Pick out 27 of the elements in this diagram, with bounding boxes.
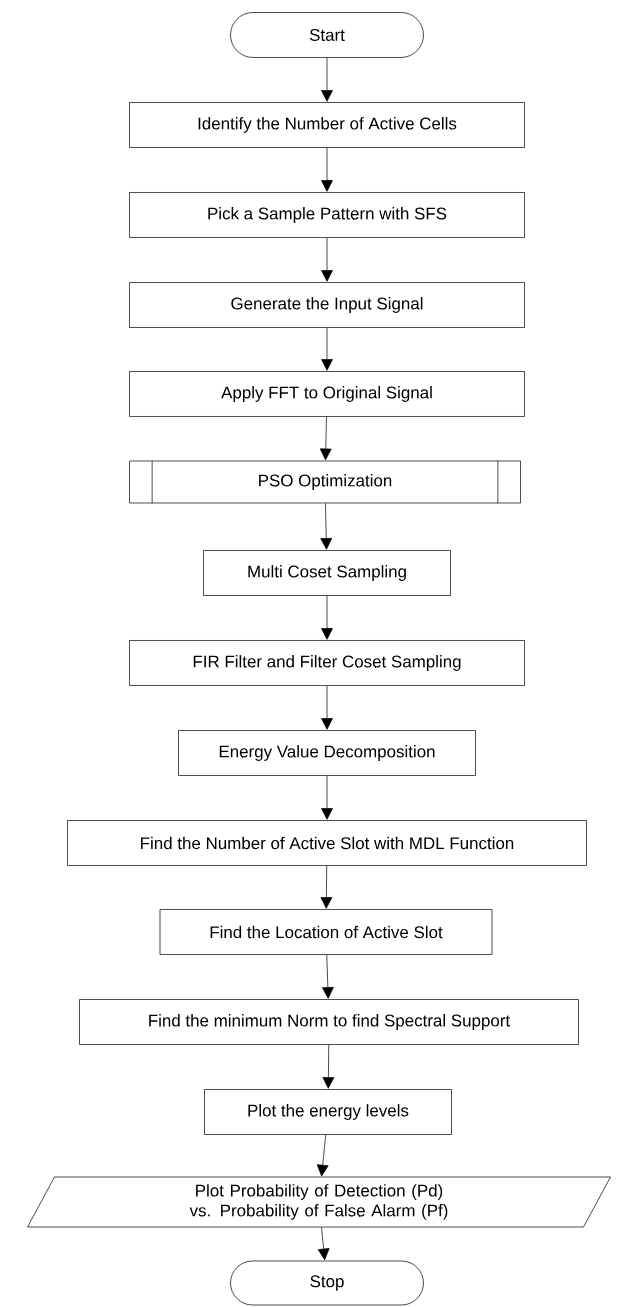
- arrow: [319, 416, 332, 461]
- arrow: [321, 237, 333, 282]
- arrow: [322, 1044, 335, 1089]
- arrow: [322, 954, 334, 999]
- process-box: Plot the energy levels: [204, 1089, 452, 1135]
- arrow: [321, 327, 333, 371]
- arrow: [320, 503, 333, 550]
- process-box: Find the Number of Active Slot with MDL Function: [67, 820, 587, 866]
- arrow: [317, 1226, 330, 1261]
- arrow: [321, 147, 333, 192]
- arrow: [320, 865, 333, 909]
- process-box: Energy Value Decomposition: [178, 730, 476, 776]
- subprocess-box: PSO Optimization: [129, 460, 521, 504]
- data-parallelogram: Plot Probability of Detection (Pd) vs. Probability of False Alarm (Pf): [27, 1176, 611, 1228]
- process-box: Pick a Sample Pattern with SFS: [129, 192, 525, 238]
- arrow: [321, 775, 333, 820]
- process-box: Find the minimum Norm to find Spectral Support: [79, 999, 579, 1045]
- arrow: [321, 57, 333, 102]
- process-box: Apply FFT to Original Signal: [129, 371, 525, 417]
- arrow: [321, 685, 333, 730]
- arrow: [316, 1134, 329, 1177]
- process-box: Find the Location of Active Slot: [159, 909, 493, 955]
- arrow: [321, 595, 333, 640]
- process-box: Multi Coset Sampling: [203, 550, 451, 596]
- process-box: Generate the Input Signal: [129, 282, 525, 328]
- process-box: FIR Filter and Filter Coset Sampling: [129, 640, 525, 686]
- process-box: Identify the Number of Active Cells: [129, 102, 525, 148]
